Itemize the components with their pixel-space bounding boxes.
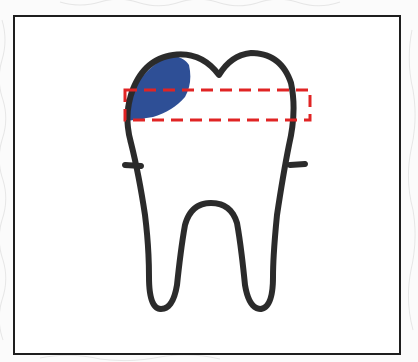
tooth-diagram	[13, 15, 401, 355]
right-gumline-tick	[290, 164, 305, 165]
